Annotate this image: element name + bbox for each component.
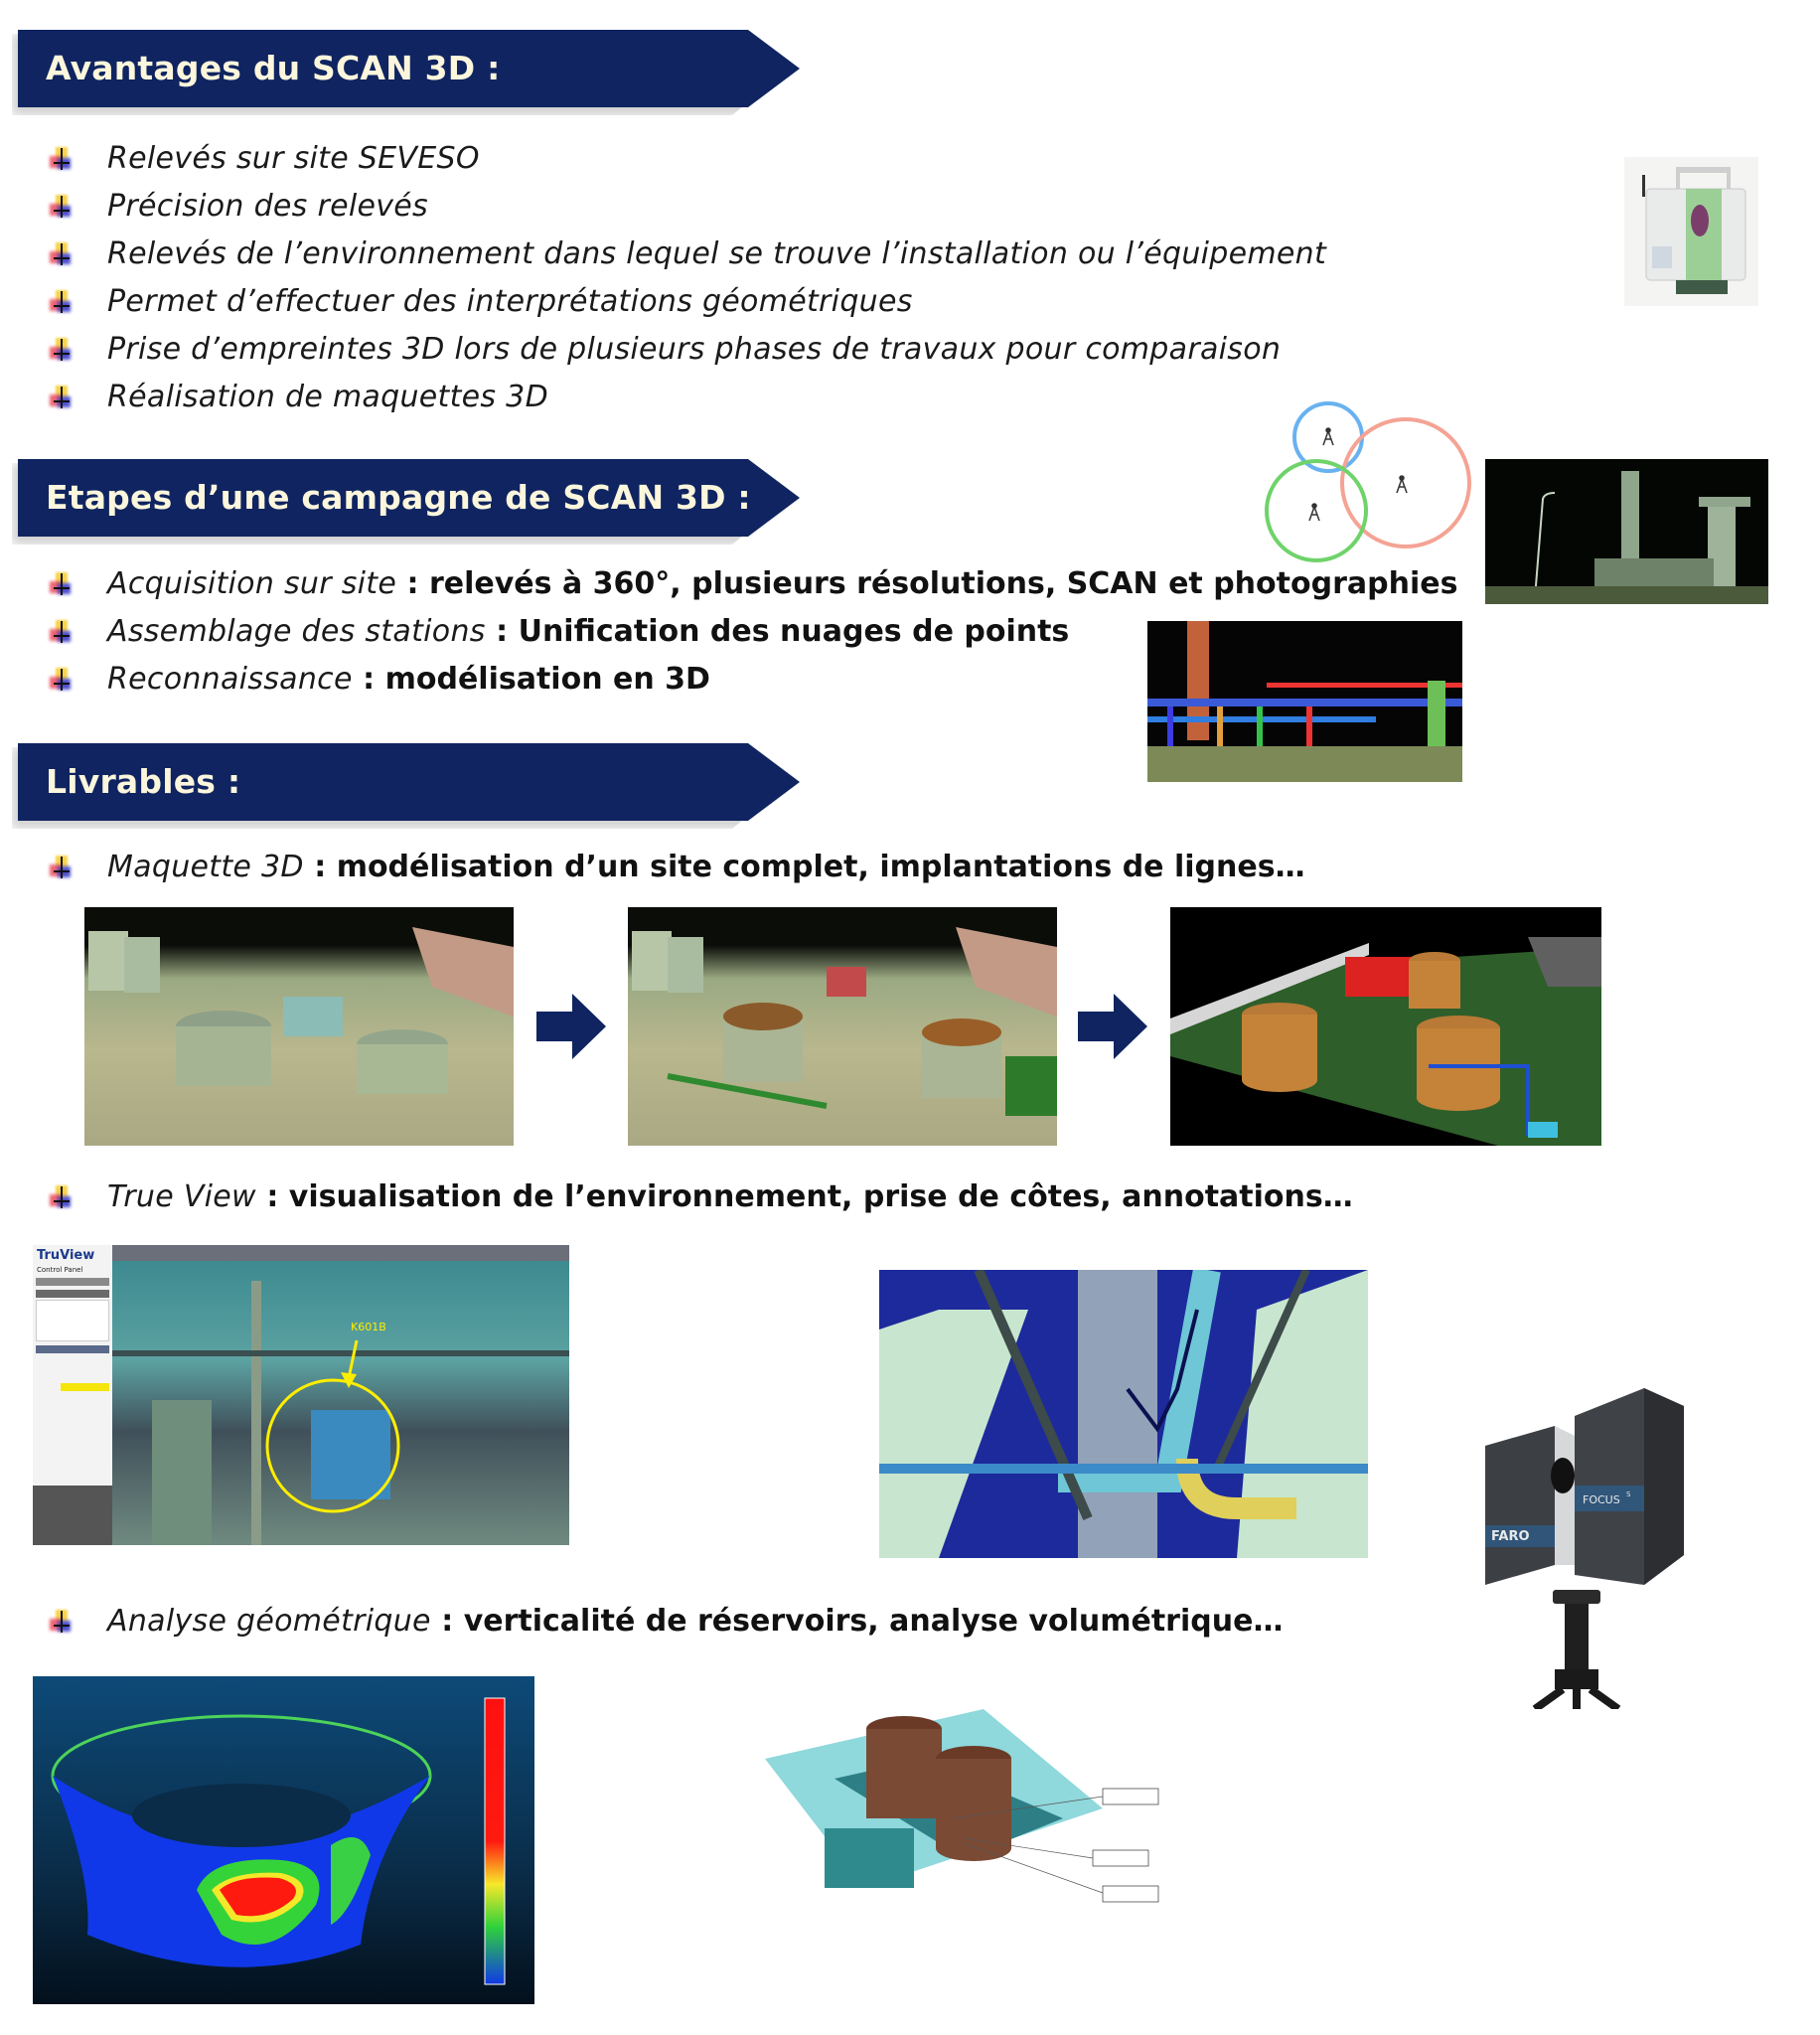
- svg-text:S: S: [1626, 1490, 1631, 1498]
- bullet-arrow-icon: [48, 570, 76, 598]
- maquette-partial-model-image: [628, 907, 1057, 1146]
- section-title: Livrables :: [46, 762, 241, 801]
- list-item: Précision des relevés: [48, 187, 428, 227]
- truview-control-panel: TruView Control Panel: [33, 1245, 112, 1545]
- section-banner-livrables: Livrables :: [12, 743, 800, 829]
- list-item: Prise d’empreintes 3D lors de plusieurs …: [48, 330, 1281, 370]
- bullet-arrow-icon: [48, 384, 76, 411]
- colored-point-cloud-image: [1147, 621, 1462, 782]
- list-item: Réalisation de maquettes 3D: [48, 378, 548, 417]
- antenna-icon: [1308, 427, 1408, 522]
- list-item: Relevés sur site SEVESO: [48, 139, 480, 179]
- section-banner-etapes: Etapes d’une campagne de SCAN 3D :: [12, 459, 800, 545]
- list-item: Analyse géométrique : verticalité de rés…: [48, 1602, 1283, 1642]
- tank-deviation-heatmap-image: [33, 1676, 534, 2004]
- list-item: True View : visualisation de l’environne…: [48, 1177, 1353, 1217]
- leica-scanner-image: [1624, 157, 1758, 306]
- list-item: Acquisition sur site : relevés à 360°, p…: [48, 564, 1457, 604]
- bullet-arrow-icon: [48, 336, 76, 364]
- tanks-volumetric-analysis-image: [765, 1689, 1162, 1908]
- maquette-3d-model-image: [1170, 907, 1601, 1146]
- list-item: Relevés de l’environnement dans lequel s…: [48, 235, 1326, 274]
- arrow-right-icon: [536, 994, 606, 1059]
- bullet-arrow-icon: [48, 240, 76, 268]
- list-item: Maquette 3D : modélisation d’un site com…: [48, 848, 1305, 887]
- svg-text:FARO: FARO: [1491, 1529, 1530, 1544]
- list-item: Permet d’effectuer des interprétations g…: [48, 282, 913, 322]
- truview-toolbar: [112, 1245, 569, 1261]
- list-item: Reconnaissance : modélisation en 3D: [48, 660, 710, 700]
- bullet-arrow-icon: [48, 1608, 76, 1636]
- section-title: Avantages du SCAN 3D :: [46, 49, 501, 87]
- bullet-arrow-icon: [48, 666, 76, 694]
- bullet-arrow-icon: [48, 288, 76, 316]
- section-title: Etapes d’une campagne de SCAN 3D :: [46, 478, 751, 517]
- svg-text:K601B: K601B: [351, 1321, 386, 1333]
- bullet-arrow-icon: [48, 193, 76, 221]
- list-item: Assemblage des stations : Unification de…: [48, 612, 1069, 652]
- point-cloud-towers-image: [1485, 459, 1768, 604]
- station-circles-diagram: [1257, 395, 1475, 569]
- bullet-arrow-icon: [48, 618, 76, 646]
- svg-text:FOCUS: FOCUS: [1583, 1493, 1620, 1506]
- maquette-point-cloud-image: [84, 907, 514, 1146]
- bullet-arrow-icon: [48, 145, 76, 173]
- arrow-right-icon: [1078, 994, 1147, 1059]
- section-banner-avantages: Avantages du SCAN 3D :: [12, 30, 800, 115]
- bullet-arrow-icon: [48, 1183, 76, 1211]
- pipe-rack-point-cloud-image: [879, 1270, 1368, 1558]
- faro-scanner-image: FARO FOCUS S: [1475, 1376, 1709, 1709]
- truview-panorama: K601B: [112, 1261, 569, 1545]
- truview-screenshot: TruView Control Panel K601B: [33, 1245, 569, 1545]
- bullet-arrow-icon: [48, 854, 76, 881]
